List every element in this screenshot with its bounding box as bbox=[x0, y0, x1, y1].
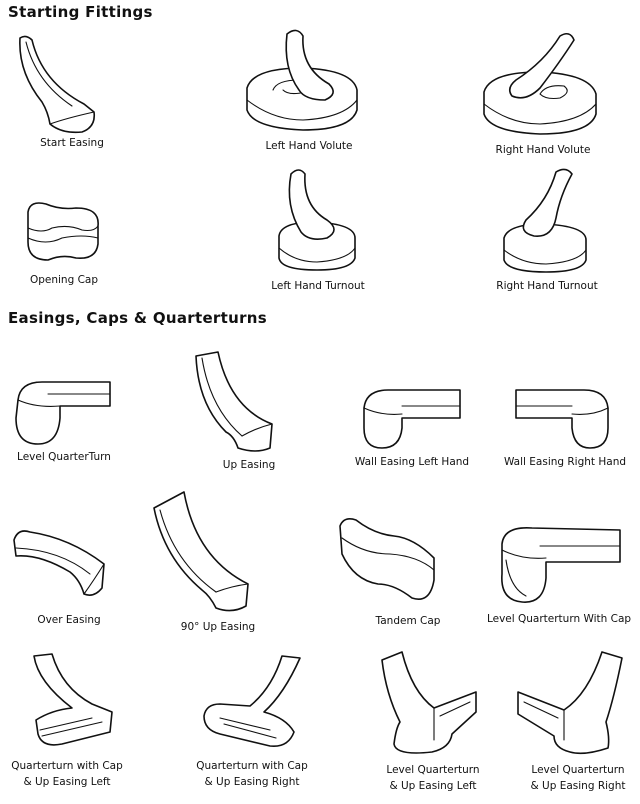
label-line-1: Level Quarterturn bbox=[531, 764, 625, 776]
label-line-1: Quarterturn with Cap bbox=[196, 760, 308, 772]
tandem-cap-drawing bbox=[339, 518, 435, 600]
level-quarterturn-up-easing-left-drawing bbox=[381, 651, 477, 754]
up-easing-label: Up Easing bbox=[222, 459, 276, 471]
quarterturn-with-cap-up-easing-right-drawing bbox=[203, 655, 301, 748]
level-quarterturn-up-easing-left-label: Level Quarterturn & Up Easing Left bbox=[386, 762, 479, 794]
wall-easing-left-hand-drawing bbox=[363, 389, 461, 449]
quarterturn-with-cap-up-easing-right-label: Quarterturn with Cap & Up Easing Right bbox=[196, 758, 308, 790]
left-hand-turnout-drawing bbox=[278, 169, 356, 271]
90-up-easing-label: 90° Up Easing bbox=[180, 621, 256, 633]
tandem-cap-label: Tandem Cap bbox=[375, 615, 441, 627]
label-line-2: & Up Easing Left bbox=[23, 776, 111, 788]
wall-easing-right-hand-label: Wall Easing Right Hand bbox=[503, 456, 627, 468]
label-line-1: Level Quarterturn bbox=[386, 764, 480, 776]
right-hand-volute-label: Right Hand Volute bbox=[495, 144, 591, 156]
level-quarterturn-label: Level QuarterTurn bbox=[17, 451, 111, 463]
right-hand-turnout-drawing bbox=[503, 168, 587, 273]
level-quarterturn-drawing bbox=[15, 381, 111, 445]
wall-easing-right-hand-drawing bbox=[515, 389, 609, 449]
start-easing-drawing bbox=[19, 35, 96, 134]
level-quarterturn-up-easing-right-label: Level Quarterturn & Up Easing Right bbox=[531, 762, 626, 794]
label-line-2: & Up Easing Left bbox=[389, 780, 477, 792]
right-hand-turnout-label: Right Hand Turnout bbox=[496, 280, 598, 292]
left-hand-turnout-label: Left Hand Turnout bbox=[271, 280, 365, 292]
start-easing-label: Start Easing bbox=[40, 137, 104, 149]
opening-cap-label: Opening Cap bbox=[29, 274, 99, 286]
left-hand-volute-drawing bbox=[246, 29, 358, 131]
over-easing-label: Over Easing bbox=[37, 614, 101, 626]
90-up-easing-drawing bbox=[153, 491, 249, 612]
left-hand-volute-label: Left Hand Volute bbox=[265, 140, 353, 152]
over-easing-drawing bbox=[13, 530, 105, 596]
level-quarterturn-with-cap-drawing bbox=[501, 527, 621, 603]
level-quarterturn-up-easing-right-drawing bbox=[517, 651, 623, 755]
label-line-1: Quarterturn with Cap bbox=[11, 760, 123, 772]
opening-cap-drawing bbox=[27, 202, 99, 261]
level-quarterturn-with-cap-label: Level Quarterturn With Cap bbox=[486, 613, 632, 625]
up-easing-drawing bbox=[195, 351, 273, 452]
section-title-starting-fittings: Starting Fittings bbox=[8, 3, 153, 21]
right-hand-volute-drawing bbox=[483, 32, 597, 135]
label-line-2: & Up Easing Right bbox=[530, 780, 626, 792]
section-title-easings-caps-quarterturns: Easings, Caps & Quarterturns bbox=[8, 309, 267, 327]
quarterturn-with-cap-up-easing-left-drawing bbox=[33, 653, 113, 746]
quarterturn-with-cap-up-easing-left-label: Quarterturn with Cap & Up Easing Left bbox=[11, 758, 123, 790]
wall-easing-left-hand-label: Wall Easing Left Hand bbox=[354, 456, 470, 468]
label-line-2: & Up Easing Right bbox=[204, 776, 300, 788]
